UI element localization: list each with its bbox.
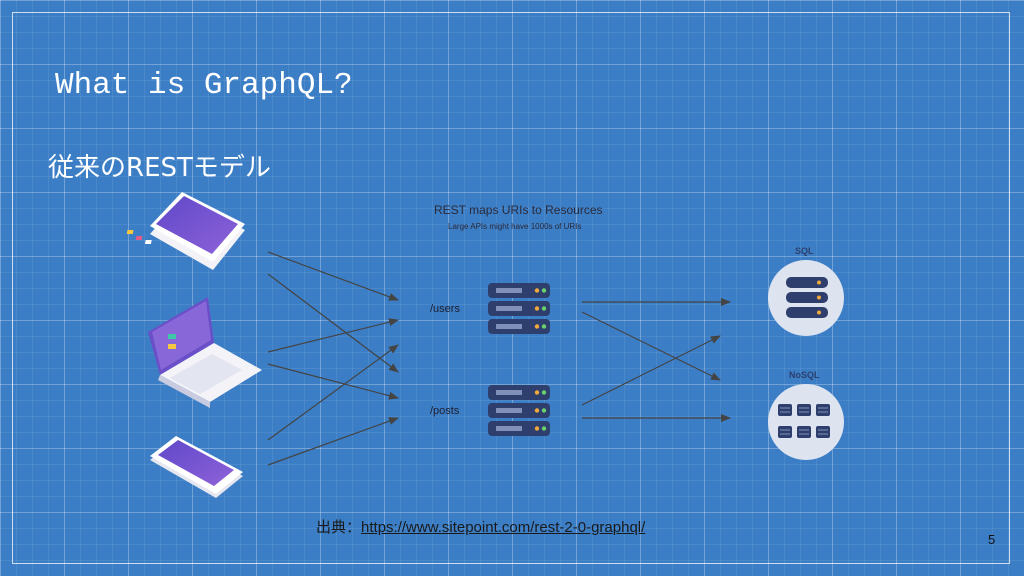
endpoint-label-posts: /posts — [430, 405, 460, 417]
client-endpoint-arrows — [267, 251, 399, 466]
slide-title: What is GraphQL? — [55, 68, 353, 103]
tablet-icon — [126, 192, 245, 270]
server-icon-users — [488, 283, 550, 334]
citation-prefix: 出典： — [316, 519, 362, 536]
laptop-icon — [148, 297, 262, 408]
database-label-sql: SQL — [795, 246, 814, 256]
citation-link[interactable]: https://www.sitepoint.com/rest-2-0-graph… — [361, 519, 646, 536]
diagram-heading: REST maps URIs to Resources — [434, 203, 603, 217]
sql-database-icon — [768, 260, 844, 336]
page-number: 5 — [988, 532, 996, 547]
slide-subtitle: 従来のRESTモデル — [48, 153, 271, 183]
citation: 出典：https://www.sitepoint.com/rest-2-0-gr… — [316, 516, 645, 537]
slide-frame — [12, 12, 1010, 564]
server-icon-posts — [488, 385, 550, 436]
nosql-database-icon — [768, 384, 844, 460]
endpoint-database-arrows — [581, 298, 731, 422]
database-label-nosql: NoSQL — [789, 370, 820, 380]
endpoint-label-users: /users — [430, 303, 460, 315]
phone-icon — [150, 436, 243, 498]
diagram-subheading: Large APIs might have 1000s of URIs — [448, 222, 581, 231]
